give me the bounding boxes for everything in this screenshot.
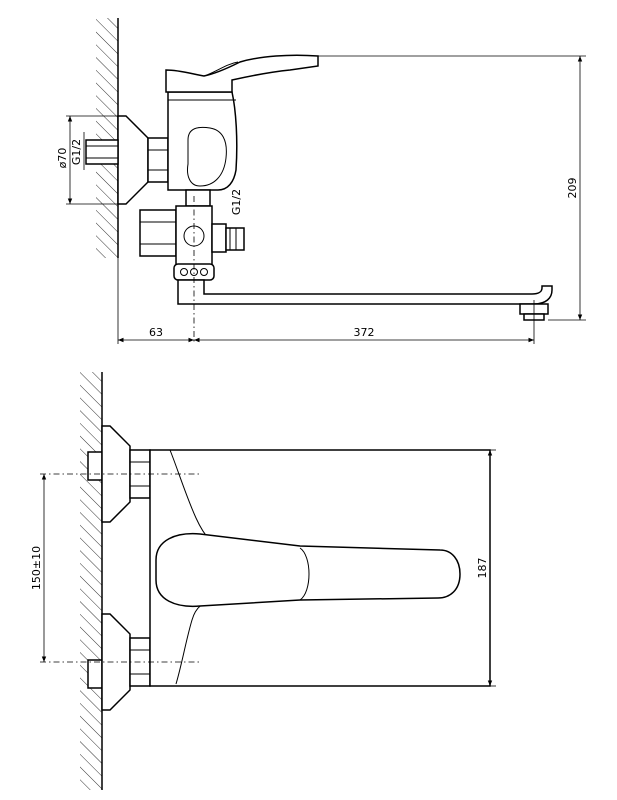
side-wall	[96, 18, 119, 258]
side-view: ø70 G1/2	[56, 18, 586, 344]
front-wall	[80, 372, 103, 790]
front-view: 150±10 187	[30, 372, 496, 790]
side-mixer-body	[167, 91, 238, 191]
outlet-thread-label: G1/2	[230, 189, 243, 215]
centre-distance-label: 150±10	[30, 546, 43, 590]
front-lower-eccentric	[87, 613, 151, 711]
height-dimension	[318, 55, 586, 321]
side-wall-flange	[66, 115, 169, 205]
height-label: 209	[566, 178, 579, 199]
flange-diameter-label: ø70	[56, 148, 69, 169]
wall-offset-label: 63	[149, 326, 163, 339]
front-lever-handle	[155, 532, 461, 608]
flange-diameter-dimension	[67, 116, 85, 204]
wall-thread-label: G1/2	[70, 139, 83, 165]
body-height-label: 187	[476, 558, 489, 579]
spout-reach-label: 372	[354, 326, 375, 339]
side-spout	[177, 279, 553, 321]
reach-dimensions	[117, 258, 534, 344]
front-upper-eccentric	[87, 425, 151, 523]
side-lever-handle	[165, 54, 319, 93]
body-height-dimension	[487, 449, 496, 687]
side-diverter-block	[139, 189, 245, 281]
